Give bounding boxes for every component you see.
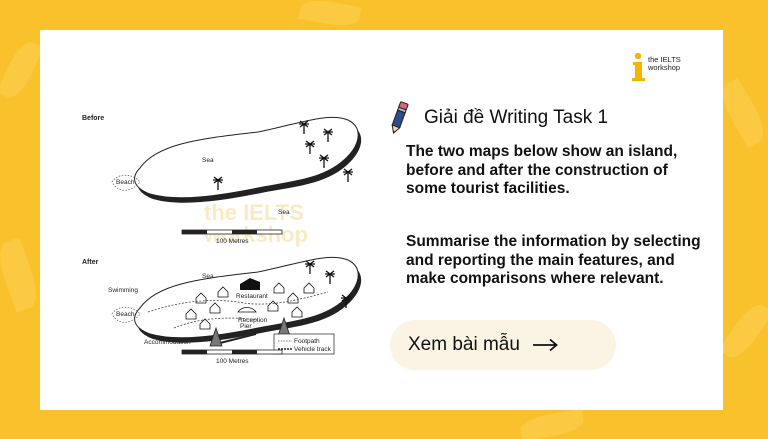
background-leaf xyxy=(518,408,586,439)
task-maps-illustration: the IELTS workshop Before Beach Sea Sea … xyxy=(82,115,362,365)
map-after-palm-trees xyxy=(305,260,351,308)
background-leaf xyxy=(298,0,362,30)
map-after-accommodation-label: Accommodation xyxy=(144,339,191,346)
task-title: Giải đề Writing Task 1 xyxy=(386,100,608,136)
map-before-sea-top-label: Sea xyxy=(202,157,214,164)
task-title-text: Giải đề Writing Task 1 xyxy=(424,107,609,128)
logo-line-1: the IELTS xyxy=(648,55,681,64)
content-card: the IELTS workshop the IELTS workshop Be… xyxy=(40,30,723,410)
background-leaf xyxy=(718,298,768,364)
map-after-scale-bar xyxy=(181,349,283,355)
prompt-paragraph-1: The two maps below show an island, befor… xyxy=(406,143,678,197)
background-leaf xyxy=(0,237,44,313)
map-after-sea-label: Sea xyxy=(202,273,214,280)
prompt-paragraph-2: Summarise the information by selecting a… xyxy=(406,233,701,287)
map-before-heading: Before xyxy=(82,115,104,122)
map-after-legend-footpath: Footpath xyxy=(294,338,320,345)
logo-text: the IELTS workshop xyxy=(648,56,681,72)
watermark-line-1: the IELTS xyxy=(204,200,304,225)
map-after-legend xyxy=(273,333,335,355)
map-after-pier-label: Pier xyxy=(240,323,252,330)
map-before-island xyxy=(134,116,359,199)
map-after-heading: After xyxy=(82,259,99,266)
watermark-line-2: workshop xyxy=(203,222,308,247)
background-leaf xyxy=(0,37,44,103)
map-after-swimming-label: Swimming xyxy=(108,287,138,294)
map-after-beach-label: Beach xyxy=(116,311,135,318)
map-before-beach-label: Beach xyxy=(116,179,135,186)
pencil-icon xyxy=(391,101,409,134)
view-sample-button[interactable]: Xem bài mẫu xyxy=(390,320,616,370)
arrow-right-icon xyxy=(532,338,558,352)
logo-line-2: workshop xyxy=(648,63,681,72)
map-before-sea-bottom-label: Sea xyxy=(278,209,290,216)
map-after-restaurant-label: Restaurant xyxy=(236,293,268,300)
brand-logo[interactable]: the IELTS workshop xyxy=(630,52,700,82)
map-before-palm-trees xyxy=(213,120,353,190)
map-before-scale-bar xyxy=(181,229,283,235)
map-after-legend-vehicle: Vehicle track xyxy=(294,346,332,353)
map-after-huts xyxy=(185,282,315,330)
view-sample-button-label: Xem bài mẫu xyxy=(408,334,520,355)
background-leaf xyxy=(715,77,768,149)
map-after-reception-label: Reception xyxy=(238,317,268,324)
logo-mark-icon xyxy=(632,52,645,81)
map-after-scale-label: 100 Metres xyxy=(216,358,249,365)
map-before-scale-label: 100 Metres xyxy=(216,238,249,245)
